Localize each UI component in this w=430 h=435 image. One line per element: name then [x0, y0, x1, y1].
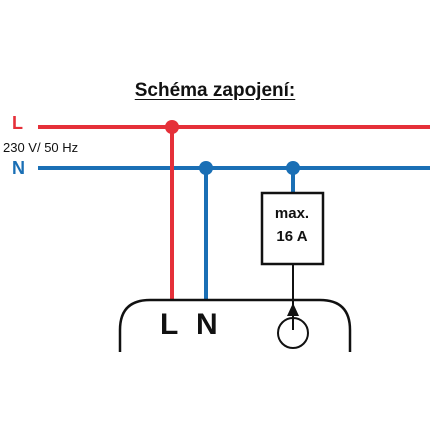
arrow-up-icon [287, 303, 299, 316]
phase-label: L [12, 113, 23, 133]
neutral-label: N [12, 158, 25, 178]
fuse-box [260, 191, 325, 266]
device-body-outline [118, 298, 352, 352]
fuse-box-line1: max. [274, 205, 310, 222]
fuse-box-line2: 16 A [276, 228, 308, 245]
terminal-N-label: N [196, 308, 218, 341]
diagram-title: Schéma zapojení: [134, 80, 296, 101]
phase-junction-dot [165, 120, 179, 134]
voltage-label: 230 V/ 50 Hz [3, 140, 79, 155]
neutral-junction-dot-1 [199, 161, 213, 175]
neutral-junction-dot-2 [286, 161, 300, 175]
terminal-L-label: L [160, 308, 179, 341]
